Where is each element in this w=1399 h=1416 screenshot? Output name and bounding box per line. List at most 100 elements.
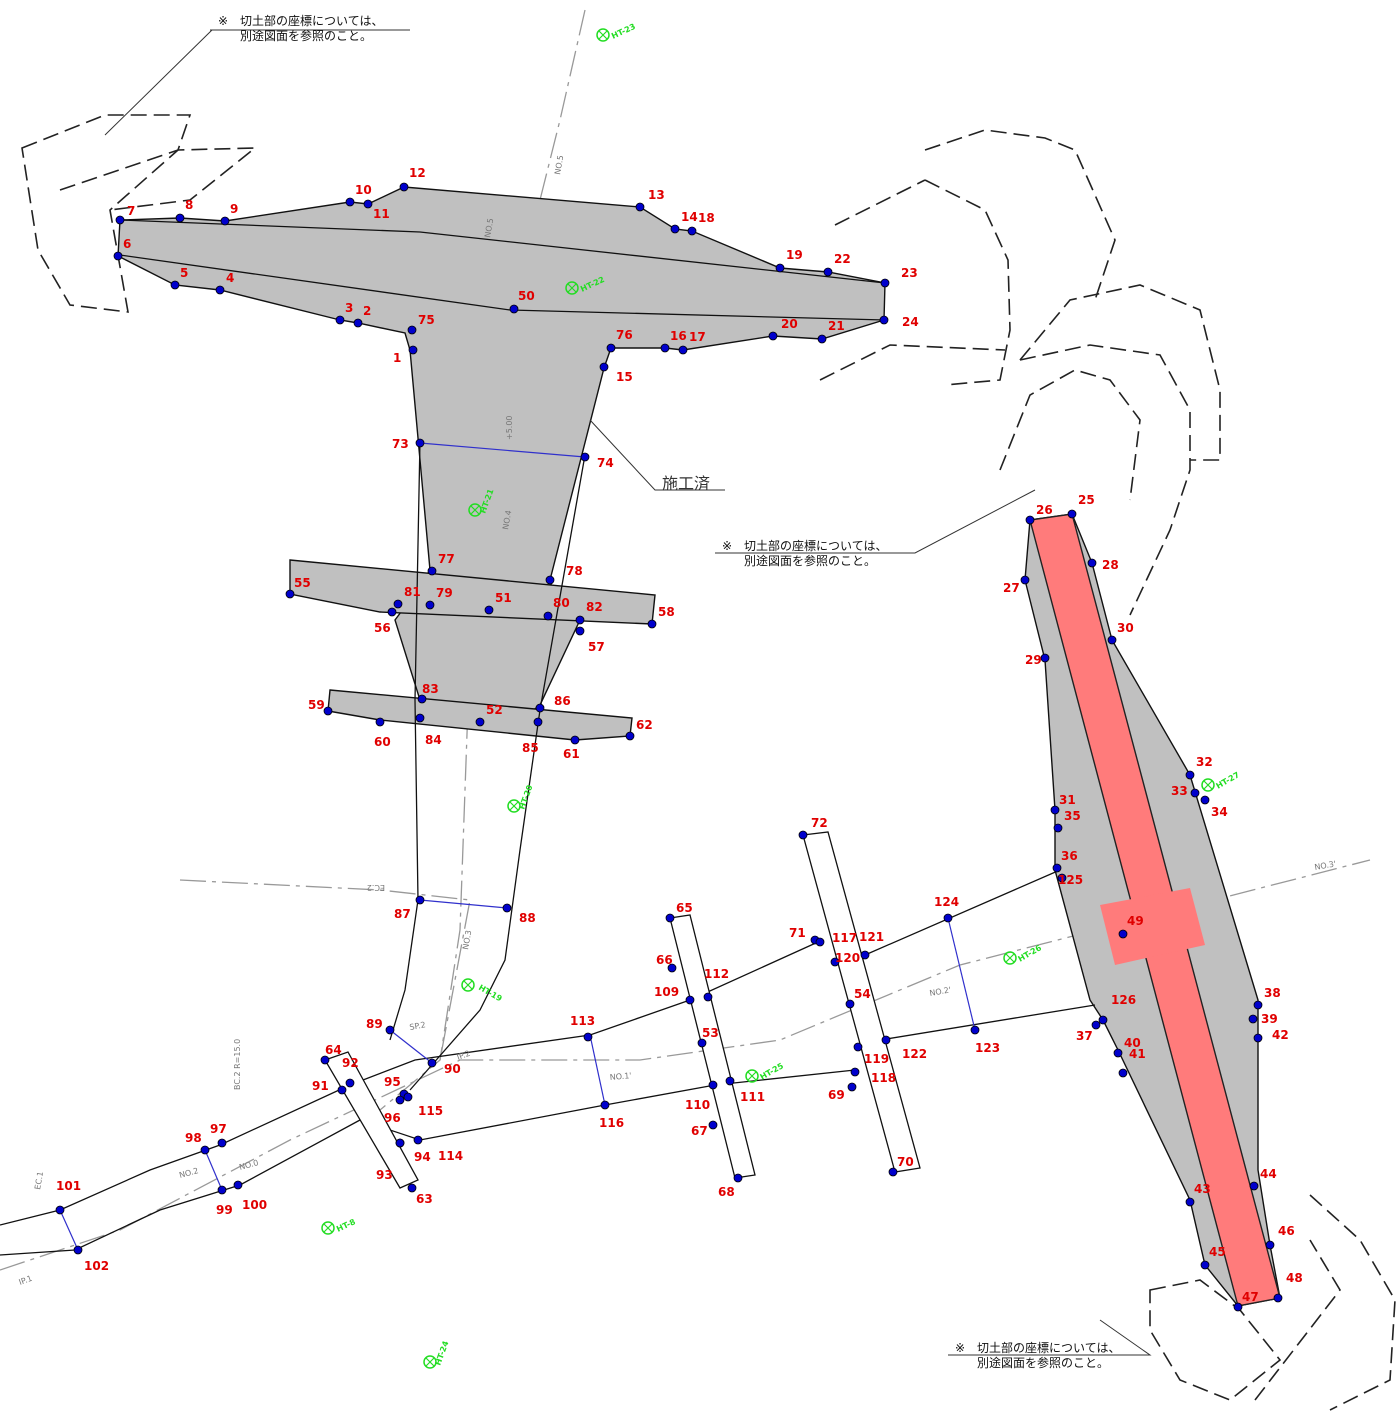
point-label-86: 86 [554, 694, 571, 708]
point-label-31: 31 [1059, 793, 1076, 807]
station-label: NO.3 [461, 929, 473, 950]
point-label-73: 73 [392, 437, 409, 451]
svg-text:HT-27: HT-27 [1215, 770, 1242, 791]
benchmark-ht-8: HT-8 [321, 1217, 357, 1235]
note-line-2: 別途図面を参照のこと。 [744, 554, 877, 568]
station-label: NO.4 [501, 509, 513, 530]
point-label-3: 3 [345, 301, 353, 315]
point-label-43: 43 [1194, 1182, 1211, 1196]
survey-point-125 [1057, 873, 1067, 883]
note-line-2: 別途図面を参照のこと。 [977, 1356, 1110, 1370]
point-label-123: 123 [975, 1041, 1000, 1055]
survey-point-74 [580, 452, 590, 462]
survey-point-126 [1098, 1015, 1108, 1025]
point-label-62: 62 [636, 718, 653, 732]
point-label-7: 7 [127, 204, 135, 218]
survey-point-50 [509, 304, 519, 314]
point-label-46: 46 [1278, 1224, 1295, 1238]
survey-point-3 [335, 315, 345, 325]
point-label-8: 8 [185, 198, 193, 212]
survey-point-65 [665, 913, 675, 923]
svg-text:HT-26: HT-26 [1017, 943, 1044, 964]
point-label-113: 113 [570, 1014, 595, 1028]
point-label-77: 77 [438, 552, 455, 566]
survey-point-40 [1113, 1048, 1123, 1058]
point-label-32: 32 [1196, 755, 1213, 769]
point-label-81: 81 [404, 585, 421, 599]
point-label-70: 70 [897, 1155, 914, 1169]
point-label-40: 40 [1124, 1036, 1141, 1050]
point-label-18: 18 [698, 211, 715, 225]
point-label-47: 47 [1242, 1290, 1259, 1304]
survey-point-102 [73, 1245, 83, 1255]
survey-point-61 [570, 735, 580, 745]
point-label-92: 92 [342, 1056, 359, 1070]
point-label-87: 87 [394, 907, 411, 921]
survey-point-25 [1067, 509, 1077, 519]
survey-point-86 [535, 703, 545, 713]
survey-point-84 [415, 713, 425, 723]
point-label-74: 74 [597, 456, 614, 470]
measure-lines [59, 442, 976, 1251]
point-label-72: 72 [811, 816, 828, 830]
point-label-23: 23 [901, 266, 918, 280]
survey-point-99 [217, 1185, 227, 1195]
point-label-69: 69 [828, 1088, 845, 1102]
svg-text:HT-19: HT-19 [477, 983, 504, 1004]
survey-point-42 [1253, 1033, 1263, 1043]
point-label-53: 53 [702, 1026, 719, 1040]
point-label-75: 75 [418, 313, 435, 327]
survey-point-87 [415, 895, 425, 905]
station-label: EC.1 [33, 1171, 45, 1191]
point-label-78: 78 [566, 564, 583, 578]
survey-point-77 [427, 566, 437, 576]
point-label-99: 99 [216, 1203, 233, 1217]
survey-point-59 [323, 706, 333, 716]
survey-point-91 [337, 1085, 347, 1095]
survey-point-85 [533, 717, 543, 727]
station-label: BC.2 R=15.0 [233, 1039, 242, 1090]
point-label-102: 102 [84, 1259, 109, 1273]
survey-point-75 [407, 325, 417, 335]
survey-point-18 [687, 226, 697, 236]
survey-point-15 [599, 362, 609, 372]
survey-point-76 [606, 343, 616, 353]
survey-point-9 [220, 216, 230, 226]
benchmark-ht-26: HT-26 [1003, 943, 1044, 965]
survey-point-19 [775, 263, 785, 273]
benchmark-ht-25: HT-25 [745, 1061, 785, 1083]
point-label-90: 90 [444, 1062, 461, 1076]
survey-point-69 [847, 1082, 857, 1092]
point-label-115: 115 [418, 1104, 443, 1118]
point-label-20: 20 [781, 317, 798, 331]
survey-point-39 [1248, 1014, 1258, 1024]
survey-point-4 [215, 285, 225, 295]
point-label-95: 95 [384, 1075, 401, 1089]
survey-point-51 [484, 605, 494, 615]
survey-point-17 [678, 345, 688, 355]
point-label-50: 50 [518, 289, 535, 303]
point-label-79: 79 [436, 586, 453, 600]
svg-text:HT-8: HT-8 [335, 1217, 357, 1234]
survey-point-121 [860, 950, 870, 960]
point-label-45: 45 [1209, 1245, 1226, 1259]
benchmark-ht-20: HT-20 [507, 783, 535, 813]
station-label: NO.2' [929, 985, 952, 998]
point-label-120: 120 [835, 951, 860, 965]
survey-point-60 [375, 717, 385, 727]
survey-point-58 [647, 619, 657, 629]
point-label-42: 42 [1272, 1028, 1289, 1042]
svg-text:HT-20: HT-20 [517, 783, 534, 810]
survey-point-23 [880, 278, 890, 288]
survey-point-7 [115, 215, 125, 225]
point-label-67: 67 [691, 1124, 708, 1138]
station-label: NO.5 [483, 217, 495, 238]
point-label-44: 44 [1260, 1167, 1277, 1181]
survey-point-32 [1185, 770, 1195, 780]
survey-point-57 [575, 626, 585, 636]
point-label-28: 28 [1102, 558, 1119, 572]
station-label: SP.2 [409, 1020, 427, 1032]
survey-point-98 [200, 1145, 210, 1155]
survey-point-27 [1020, 575, 1030, 585]
point-label-19: 19 [786, 248, 803, 262]
